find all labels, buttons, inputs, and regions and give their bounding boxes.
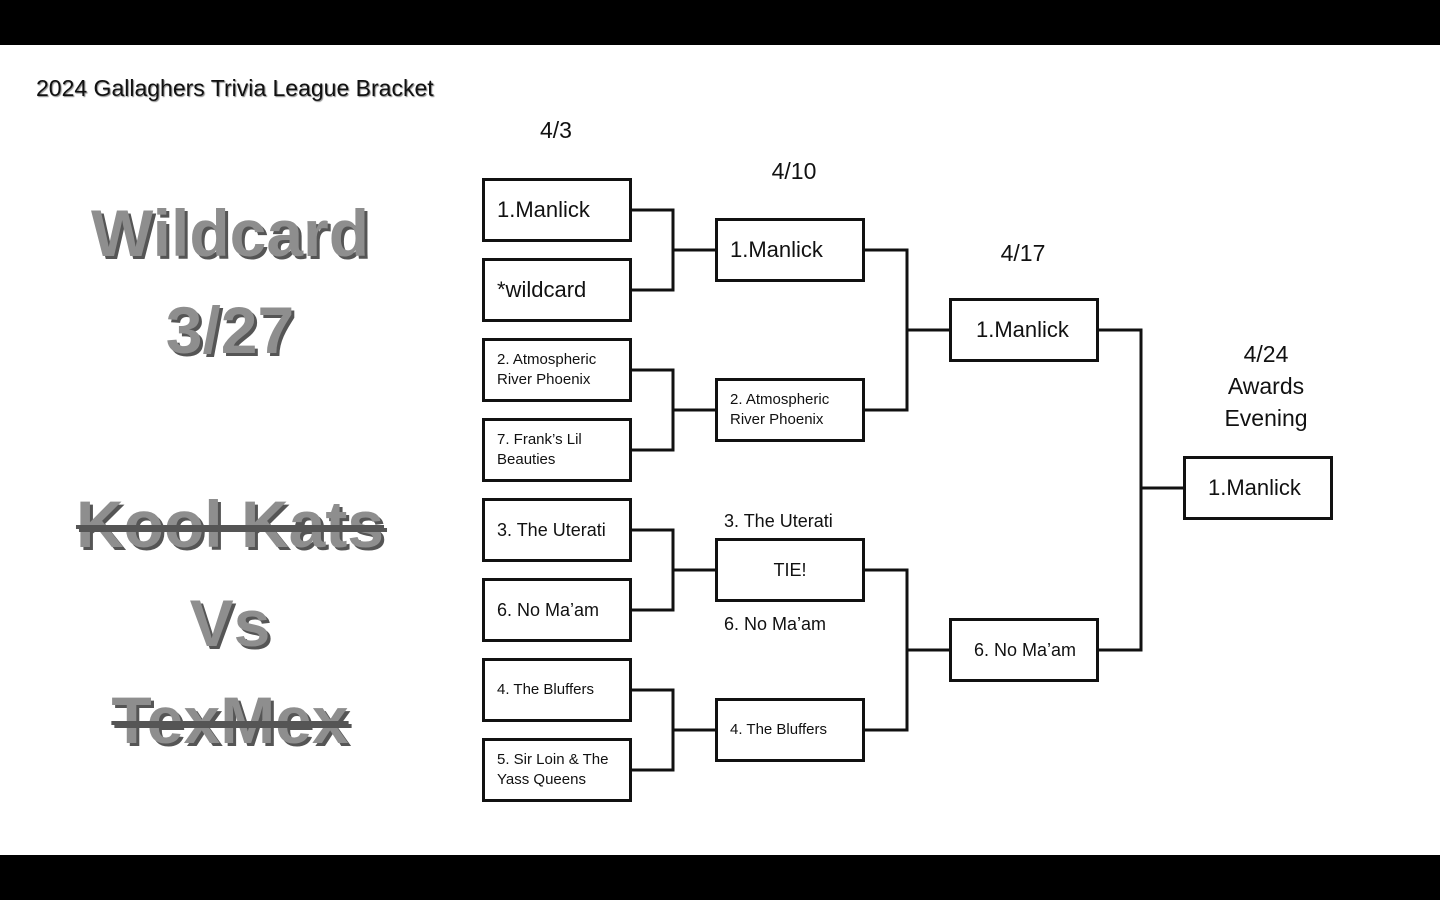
round-3-date: 4/17 bbox=[1000, 240, 1046, 266]
bracket-slide: 2024 Gallaghers Trivia League Bracket Wi… bbox=[0, 45, 1440, 855]
wildcard-heading: Wildcard bbox=[90, 196, 370, 270]
bottom-letterbox-band bbox=[0, 855, 1440, 900]
top-letterbox-band bbox=[0, 0, 1440, 45]
wildcard-date: 3/27 bbox=[165, 293, 295, 367]
round-2-team-4: 4. The Bluffers bbox=[715, 698, 865, 762]
final-label-line2: Evening bbox=[1224, 405, 1308, 431]
page-title: 2024 Gallaghers Trivia League Bracket bbox=[36, 75, 434, 101]
final-date-block: 4/24 Awards Evening bbox=[1206, 338, 1326, 434]
tie-note-above: 3. The Uterati bbox=[724, 511, 833, 531]
round-1-team-3: 2. Atmospheric River Phoenix bbox=[482, 338, 632, 402]
round-2-date: 4/10 bbox=[771, 158, 817, 184]
round-1-team-7: 4. The Bluffers bbox=[482, 658, 632, 722]
round-1-team-6: 6. No Ma’am bbox=[482, 578, 632, 642]
round-1-team-1: 1.Manlick bbox=[482, 178, 632, 242]
champion-box: 1.Manlick bbox=[1183, 456, 1333, 520]
final-date: 4/24 bbox=[1243, 341, 1289, 367]
round-3-team-2: 6. No Ma’am bbox=[949, 618, 1099, 682]
round-2-tie-box: TIE! bbox=[715, 538, 865, 602]
final-label-line1: Awards bbox=[1227, 373, 1305, 399]
round-3-team-1: 1.Manlick bbox=[949, 298, 1099, 362]
round-1-team-2: *wildcard bbox=[482, 258, 632, 322]
round-2-team-2: 2. Atmospheric River Phoenix bbox=[715, 378, 865, 442]
round-1-team-5: 3. The Uterati bbox=[482, 498, 632, 562]
tie-note-below: 6. No Ma’am bbox=[724, 614, 827, 634]
wildcard-vs: Vs bbox=[189, 586, 271, 660]
round-2-team-1: 1.Manlick bbox=[715, 218, 865, 282]
round-1-date: 4/3 bbox=[540, 117, 572, 143]
round-1-team-8: 5. Sir Loin & The Yass Queens bbox=[482, 738, 632, 802]
wildcard-team-2: TexMex bbox=[111, 683, 349, 757]
wildcard-team-1: Kool Kats bbox=[75, 487, 385, 561]
bracket-connector-lines bbox=[631, 208, 1184, 772]
round-1-team-4: 7. Frank’s Lil Beauties bbox=[482, 418, 632, 482]
